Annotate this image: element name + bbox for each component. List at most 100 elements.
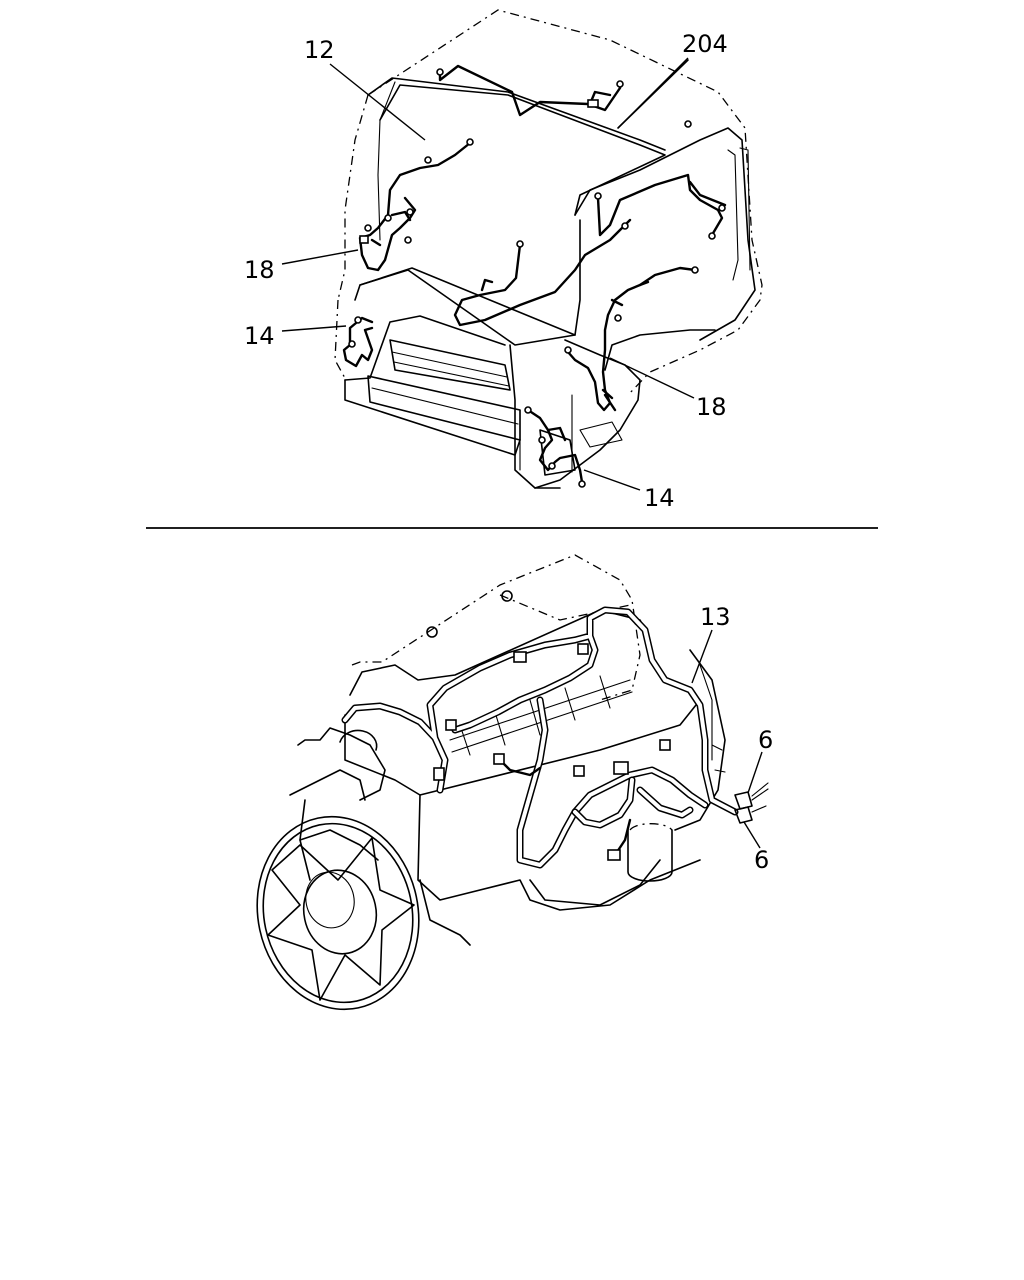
engine-harness (341, 606, 769, 869)
cab-callouts: 12 204 18 14 18 14 (244, 30, 728, 512)
fan-ring-outer (256, 815, 420, 1011)
fender-arch (604, 329, 716, 371)
callout-12: 12 (304, 36, 335, 64)
main-harness-13-core (343, 608, 737, 814)
connector (404, 236, 412, 244)
leader-14-right (583, 469, 641, 491)
connector (364, 224, 372, 232)
connector (621, 222, 629, 230)
grille-outline (389, 339, 511, 391)
left-harness-12-branch (370, 210, 412, 247)
fan-ring-inner (262, 822, 414, 1004)
grille-slat-1 (391, 351, 508, 378)
roof-harness (438, 64, 622, 117)
cab-left-lower-outline (334, 299, 347, 381)
connector (691, 266, 699, 274)
cab-roof-outline (367, 9, 763, 396)
connector (577, 643, 589, 655)
leader-18-left (281, 249, 359, 265)
connector (548, 462, 556, 470)
leader-12 (329, 63, 426, 141)
bumper-upper (367, 375, 521, 441)
engine-block-top (349, 609, 651, 696)
connector (433, 767, 445, 781)
connector (538, 436, 546, 444)
connector (406, 208, 414, 216)
dash-harness (453, 218, 632, 327)
connector (466, 138, 474, 146)
starter-hidden (629, 823, 673, 831)
right-side-panel (574, 127, 756, 341)
injector-lead (498, 758, 542, 777)
connector (684, 120, 692, 128)
callout-6-bottom: 6 (754, 846, 769, 874)
callout-18-right: 18 (696, 393, 727, 421)
connector (607, 849, 621, 861)
callout-13: 13 (700, 603, 731, 631)
fan-blades (267, 837, 415, 1001)
cover-bolt (501, 590, 513, 602)
end-connector-pins (751, 782, 769, 813)
windshield-bottom (359, 219, 581, 336)
connector (354, 316, 362, 324)
leader-6-top (747, 751, 763, 794)
connector (594, 192, 602, 200)
bumper-mid (371, 387, 519, 425)
callout-14-left: 14 (244, 322, 275, 350)
cab-left-outline (337, 94, 369, 301)
cover-bolt (426, 626, 438, 638)
connector (573, 765, 585, 777)
windshield-outline (379, 84, 666, 216)
block-lower-side (419, 879, 471, 946)
connector (659, 739, 671, 751)
leader-14-left (281, 325, 347, 332)
right-bumper-harness-14 (526, 408, 584, 484)
right-step (539, 429, 576, 476)
right-side-window (727, 149, 739, 281)
leader-13 (691, 629, 713, 684)
front-cover (297, 727, 386, 801)
crankcase (417, 794, 701, 911)
bumper-lower (344, 379, 521, 456)
end-connector-upper (734, 791, 753, 810)
starter-branch-core (573, 778, 634, 827)
grille-slat-2 (393, 361, 510, 387)
bell-housing (674, 649, 726, 831)
engine-callouts: 13 6 6 (691, 603, 773, 874)
front-face-left (344, 315, 506, 381)
front-corner-pillar (509, 344, 561, 489)
callout-6-top: 6 (758, 726, 773, 754)
connector (708, 232, 716, 240)
connector (587, 99, 599, 108)
right-roof-harness-branch (688, 180, 727, 207)
engine-illustration (256, 554, 726, 1011)
cab-illustration (334, 9, 763, 489)
connector (384, 214, 392, 222)
fender-light (579, 421, 623, 448)
roof-front-edge (367, 77, 666, 151)
valve-cover-outline (351, 554, 641, 701)
connector (436, 68, 444, 76)
door-harness-18-branch (601, 280, 650, 412)
connector (348, 340, 356, 348)
block-ribs (459, 675, 611, 756)
connector (613, 761, 629, 775)
roof-inner-edge (377, 81, 396, 241)
connector (359, 235, 369, 244)
fan-hub (302, 869, 378, 955)
leader-204 (617, 57, 689, 129)
dash-harness-branch (480, 278, 494, 292)
connector (718, 204, 726, 212)
bell-housing-inner (699, 664, 713, 761)
end-connector-lower (734, 806, 753, 824)
connector (424, 156, 432, 164)
connector (513, 651, 527, 663)
fan-shroud-arm (299, 829, 379, 861)
left-harness-12 (358, 141, 472, 272)
starter-body (627, 829, 673, 882)
front-bracket (289, 769, 366, 801)
fan-hub-cap (305, 871, 355, 929)
leader-6-bottom (743, 821, 761, 849)
leader-18-right (609, 357, 695, 399)
